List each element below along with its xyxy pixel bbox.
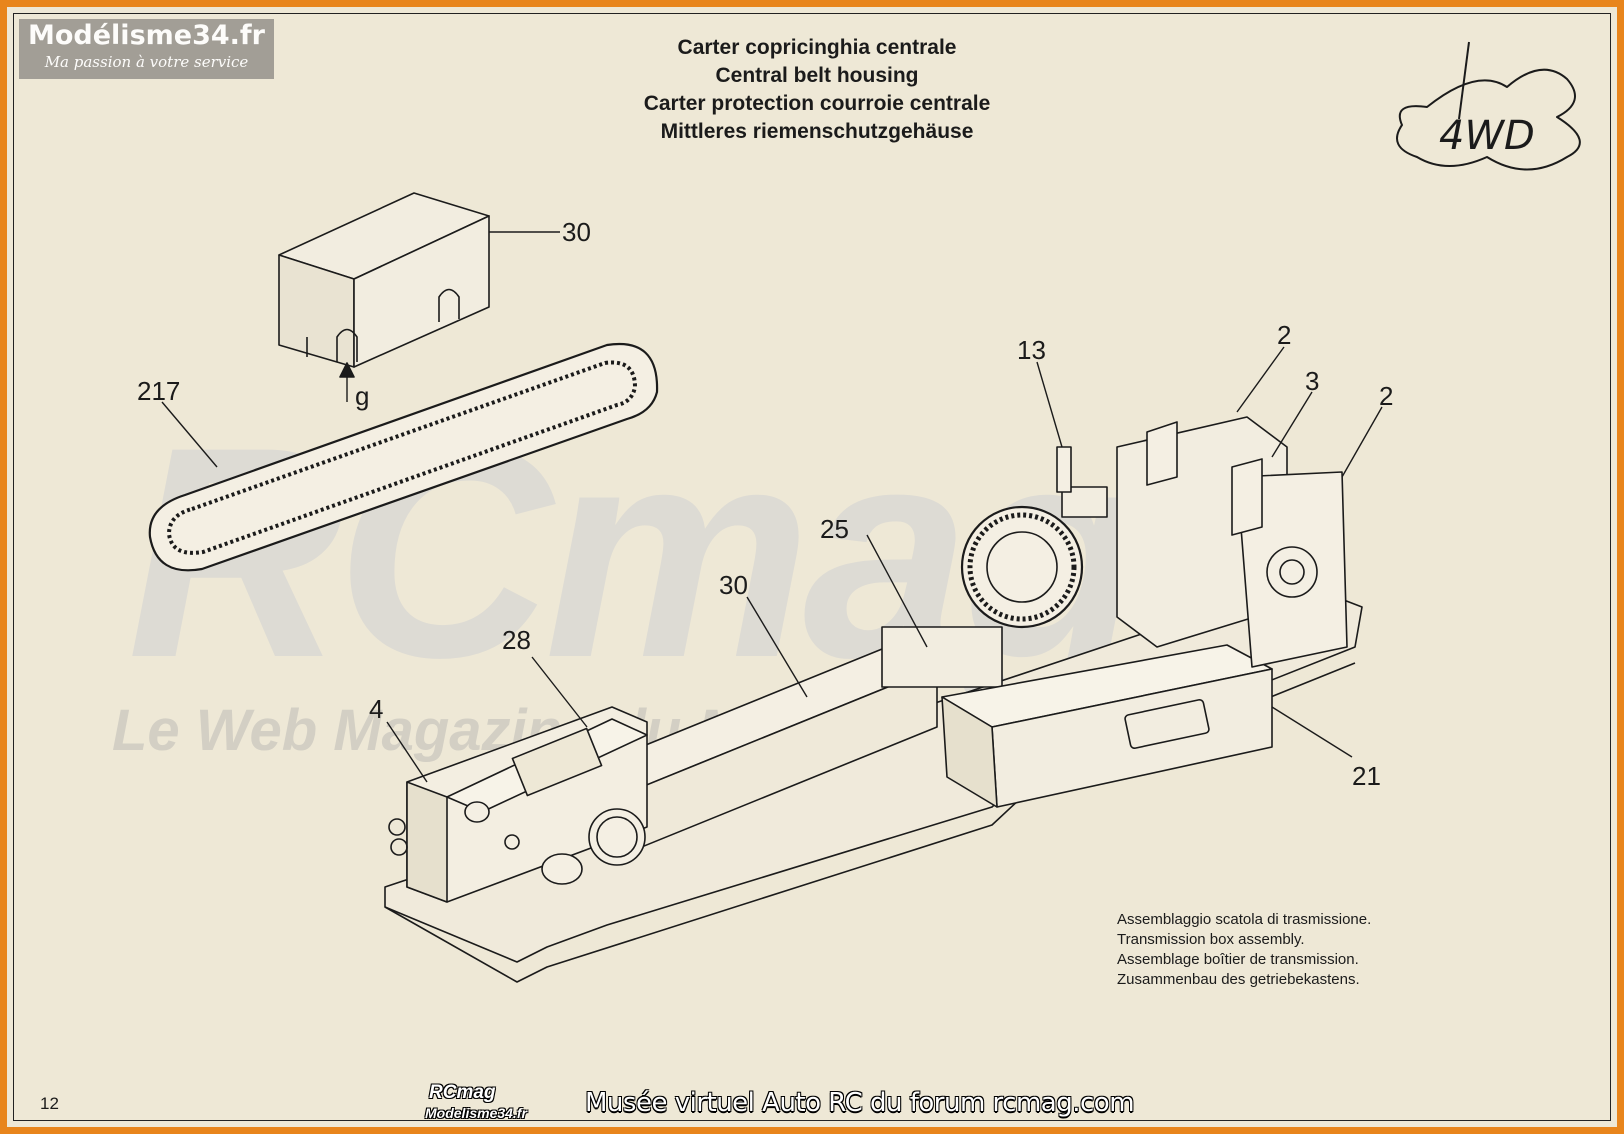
exploded-diagram: 4WD 30 217 g 13 2 3 2 25 30 28 4 21 — [137, 41, 1581, 983]
page-number: 12 — [40, 1094, 59, 1113]
callout-2-b: 2 — [1379, 381, 1393, 411]
4wd-badge-text: 4WD — [1439, 113, 1535, 159]
callout-28: 28 — [502, 625, 531, 655]
callout-2-a: 2 — [1277, 320, 1291, 350]
heading-english: Central belt housing — [715, 64, 919, 87]
site-logo-tagline: Ma passion à votre service — [44, 53, 249, 71]
site-logo[interactable]: Modélisme34.fr Ma passion à votre servic… — [19, 19, 274, 79]
rear-transmission — [960, 416, 1348, 668]
callout-3: 3 — [1305, 366, 1319, 396]
footer-logo-rcmag: RCmag — [429, 1082, 496, 1103]
caption-italian: Assemblaggio scatola di trasmissione. — [1117, 911, 1372, 928]
section-headings: Carter copricinghia centrale Central bel… — [567, 34, 1067, 146]
footer-logo[interactable]: RCmag Modelisme34.fr — [425, 1082, 575, 1122]
callout-30-mid: 30 — [719, 570, 748, 600]
4wd-badge-icon — [1396, 41, 1581, 171]
heading-french: Carter protection courroie centrale — [643, 92, 991, 115]
direction-arrow-icon — [339, 362, 355, 378]
timing-belt — [148, 342, 659, 572]
caption-french: Assemblage boîtier de transmission. — [1117, 951, 1359, 968]
footer-logo-modelisme: Modelisme34.fr — [425, 1105, 527, 1121]
caption-english: Transmission box assembly. — [1117, 931, 1305, 948]
site-logo-title: Modélisme34.fr — [28, 20, 265, 51]
callout-217: 217 — [137, 376, 180, 406]
callout-30-top: 30 — [562, 217, 591, 247]
caption-german: Zusammenbau des getriebekastens. — [1117, 971, 1360, 988]
heading-italian: Carter copricinghia centrale — [677, 36, 957, 59]
belt-guard — [941, 644, 1273, 808]
heading-german: Mittleres riemenschutzgehäuse — [660, 120, 974, 143]
callout-g: g — [355, 381, 369, 411]
footer-text: Musée virtuel Auto RC du forum rcmag.com — [585, 1088, 1135, 1118]
inner-frame — [13, 13, 1611, 1121]
callout-4: 4 — [369, 694, 383, 724]
callout-25: 25 — [820, 514, 849, 544]
assembly-caption: Assemblaggio scatola di trasmissione. Tr… — [1117, 910, 1371, 990]
front-gearbox — [388, 706, 648, 903]
callout-13: 13 — [1017, 335, 1046, 365]
leader-lines — [161, 231, 1383, 783]
belt-housing-cover — [278, 192, 490, 368]
callout-21: 21 — [1352, 761, 1381, 791]
